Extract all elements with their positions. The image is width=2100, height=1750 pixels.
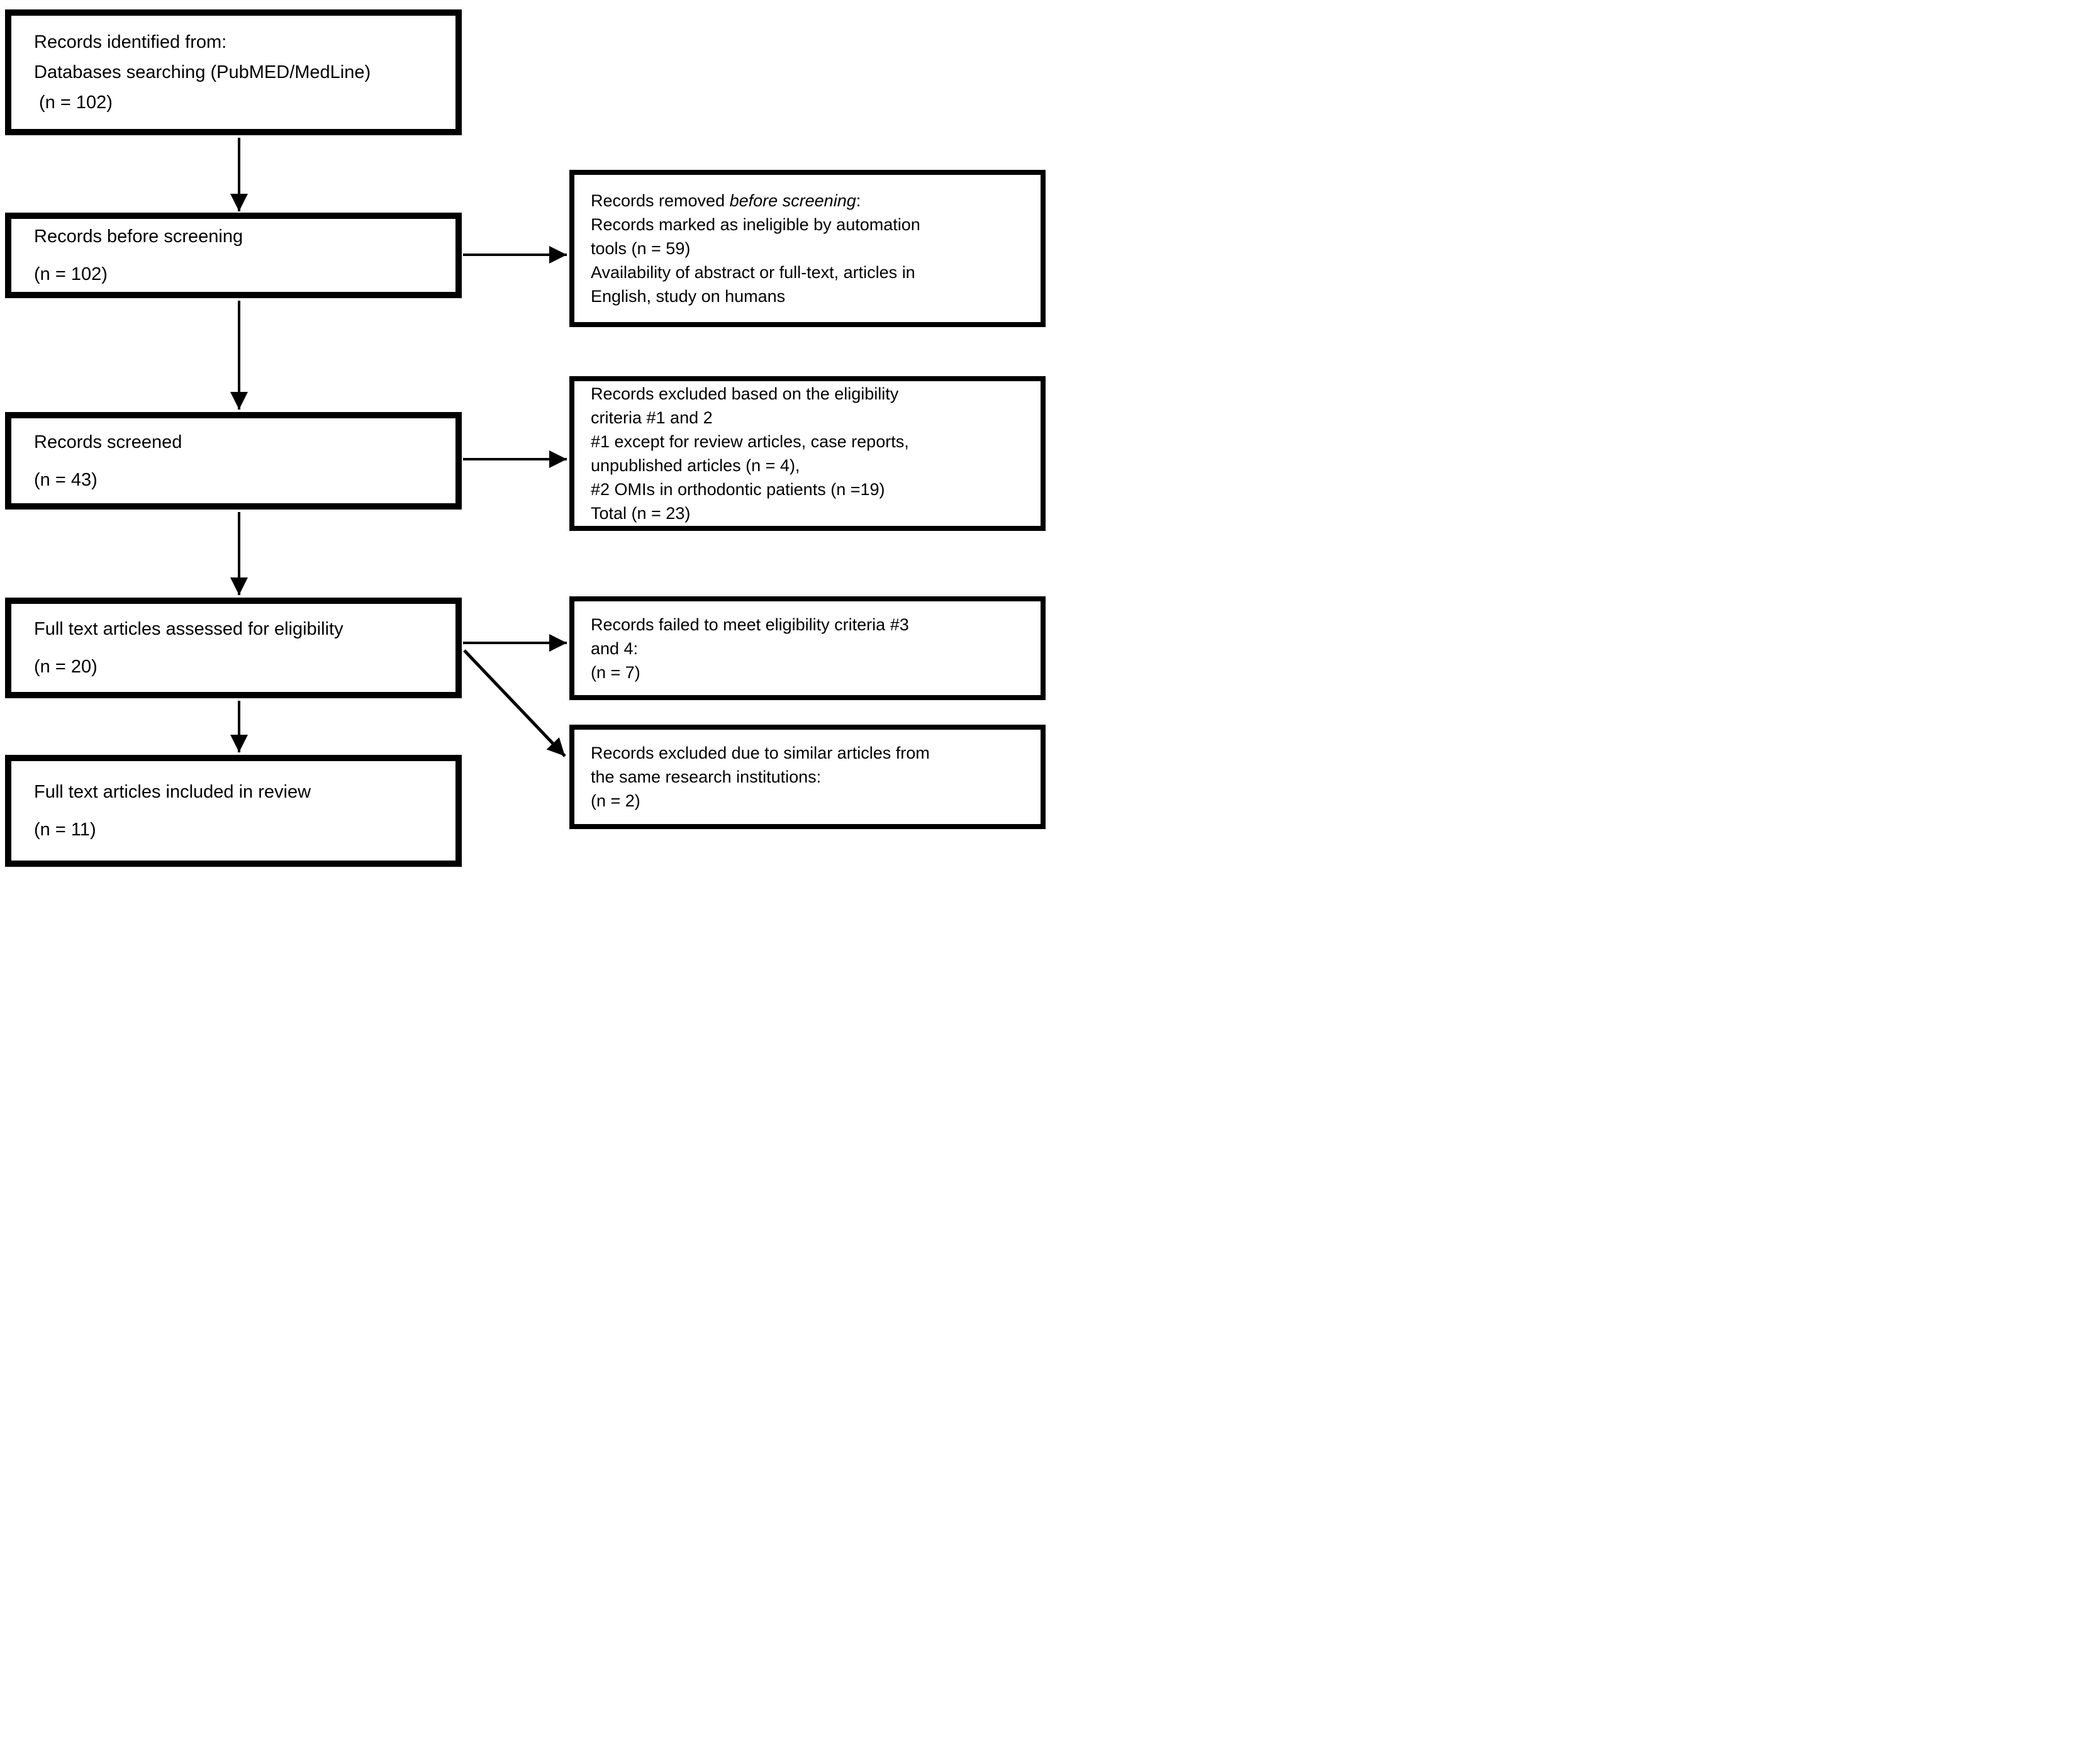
- removed-text-rest: : Records marked as ineligible by automa…: [591, 191, 920, 306]
- box-records-identified-text: Records identified from: Databases searc…: [34, 32, 371, 113]
- box-records-before-screening-count: (n = 102): [34, 264, 108, 284]
- box-records-screened: Records screened (n = 43): [5, 412, 462, 510]
- box-full-text-included-count: (n = 11): [34, 820, 96, 840]
- box-records-screened-count: (n = 43): [34, 469, 98, 490]
- box-records-identified: Records identified from: Databases searc…: [5, 9, 462, 135]
- box-records-removed-before-screening: Records removed before screening: Record…: [569, 170, 1046, 327]
- removed-text-italic: before screening: [729, 191, 856, 210]
- box-records-excluded-eligibility: Records excluded based on the eligibilit…: [569, 376, 1046, 531]
- arrow-assessed-to-similar-excluded: [463, 649, 566, 757]
- box-full-text-assessed-label: Full text articles assessed for eligibil…: [34, 619, 343, 639]
- box-full-text-assessed-count: (n = 20): [34, 657, 98, 677]
- box-records-excluded-eligibility-text: Records excluded based on the eligibilit…: [591, 384, 909, 523]
- box-full-text-assessed: Full text articles assessed for eligibil…: [5, 598, 462, 698]
- box-records-screened-label: Records screened: [34, 432, 182, 452]
- box-full-text-included-label: Full text articles included in review: [34, 782, 311, 802]
- prisma-flow-diagram: Records identified from: Databases searc…: [0, 0, 1050, 875]
- box-records-excluded-similar-text: Records excluded due to similar articles…: [591, 744, 930, 810]
- box-records-before-screening: Records before screening (n = 102): [5, 213, 462, 298]
- box-full-text-included: Full text articles included in review (n…: [5, 755, 462, 867]
- box-records-excluded-similar: Records excluded due to similar articles…: [569, 725, 1046, 829]
- box-records-failed-eligibility-text: Records failed to meet eligibility crite…: [591, 615, 909, 682]
- removed-text-prefix: Records removed: [591, 191, 730, 210]
- box-records-before-screening-label: Records before screening: [34, 226, 243, 247]
- box-records-removed-before-screening-text: Records removed before screening: Record…: [591, 189, 920, 308]
- box-records-failed-eligibility: Records failed to meet eligibility crite…: [569, 596, 1046, 700]
